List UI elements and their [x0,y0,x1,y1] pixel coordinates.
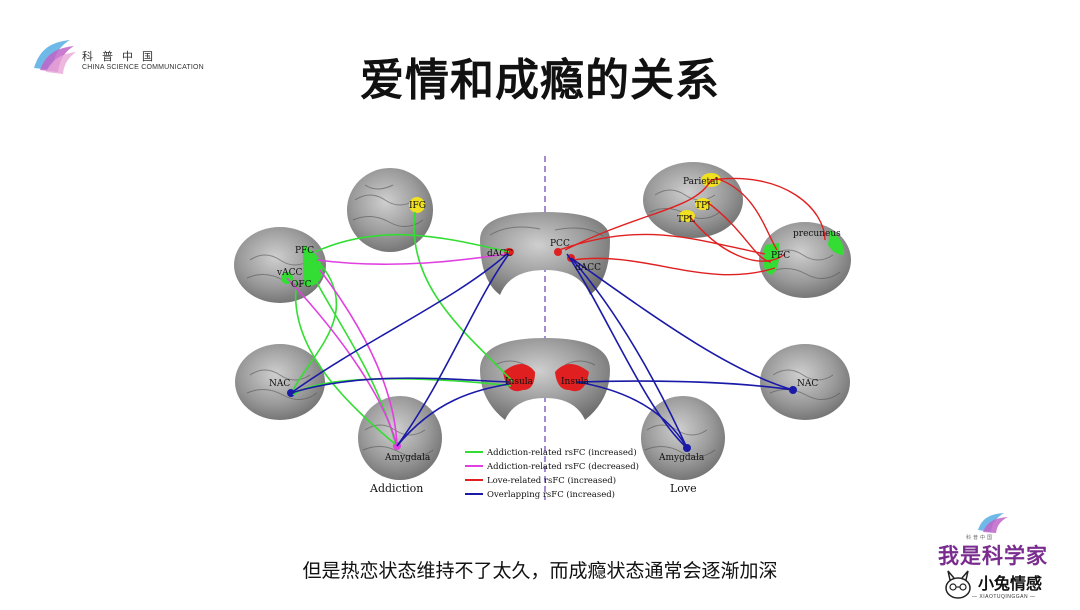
label-pfc-left: PFC [295,246,314,256]
brain-parietal [643,162,743,238]
label-vacc: vACC [276,268,302,278]
legend-label-addiction-decreased: Addiction-related rsFC (decreased) [486,461,639,472]
legend-item-love-increased: Love-related rsFC (increased) [465,475,616,486]
legend-item-overlapping-increased: Overlapping rsFC (increased) [465,489,615,500]
legend-label-addiction-increased: Addiction-related rsFC (increased) [486,447,637,458]
brain-amygdala-left [358,396,442,480]
brain-connectivity-diagram: IFG PFC vACC OFC dACC PCC dACC Parietal … [225,150,865,510]
brain-pfc-left [234,227,326,303]
label-insula-left: Insula [505,377,534,387]
label-precuneus: precuneus [793,229,841,239]
brand-watermark: 科普中国 我是科学家 小兔情感 — XIAOTUQINGGAN — [930,512,1080,610]
legend-label-love-increased: Love-related rsFC (increased) [487,475,616,486]
brand-sub-text: 小兔情感 [978,570,1042,594]
legend: Addiction-related rsFC (increased) Addic… [465,447,639,500]
caption-subtitle: 但是热恋状态维持不了太久，而成瘾状态通常会逐渐加深 [0,556,1080,583]
legend-item-addiction-increased: Addiction-related rsFC (increased) [465,447,637,458]
label-amygdala-right: Amygdala [658,453,705,463]
brand-pinyin-text: — XIAOTUQINGGAN — [972,594,1036,600]
label-insula-right: Insula [561,377,590,387]
label-pfc-right: PFC [771,251,790,261]
label-ifg: IFG [409,201,426,211]
label-nac-left: NAC [269,379,290,389]
brand-wave-icon [974,512,1014,534]
legend-item-addiction-decreased: Addiction-related rsFC (decreased) [465,461,639,472]
label-ofc: OFC [291,280,312,290]
brand-main-text: 我是科学家 [938,540,1048,570]
side-label-love: Love [670,482,697,495]
label-parietal: Parietal [683,177,719,187]
label-amygdala-left: Amygdala [384,453,431,463]
side-label-addiction: Addiction [369,482,423,495]
rabbit-avatar-icon [940,570,976,600]
label-tpj: TPJ [695,201,711,211]
label-tpl: TPL [677,215,695,225]
label-nac-right: NAC [797,379,818,389]
legend-label-overlapping-increased: Overlapping rsFC (increased) [487,489,615,500]
page-title: 爱情和成瘾的关系 [0,44,1080,108]
label-dacc-right: dACC [575,263,601,273]
label-dacc-left: dACC [487,249,513,259]
label-pcc: PCC [550,239,570,249]
